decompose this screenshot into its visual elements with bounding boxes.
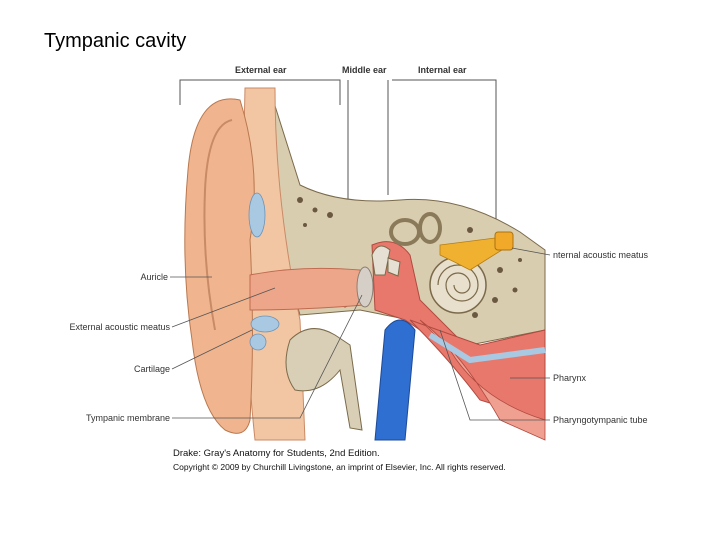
internal-acoustic-meatus-shape xyxy=(494,231,514,251)
header-external-ear: External ear xyxy=(235,65,287,75)
cartilage-shapes xyxy=(248,192,280,351)
label-internal-acoustic-meatus: nternal acoustic meatus xyxy=(553,250,649,260)
nerve-bundle xyxy=(439,237,506,271)
header-internal-ear: Internal ear xyxy=(418,65,467,75)
label-external-acoustic-meatus: External acoustic meatus xyxy=(69,322,170,332)
label-cartilage: Cartilage xyxy=(134,364,170,374)
caption-line-1: Drake: Gray's Anatomy for Students, 2nd … xyxy=(173,448,380,459)
semicircular-canals xyxy=(389,212,442,246)
ear-canal xyxy=(249,267,366,311)
region-brackets xyxy=(179,79,497,230)
header-middle-ear: Middle ear xyxy=(342,65,387,75)
label-auricle: Auricle xyxy=(140,272,168,282)
blood-vessel xyxy=(374,319,416,441)
label-pharynx: Pharynx xyxy=(553,373,587,383)
slide-title: Tympanic cavity xyxy=(44,30,187,52)
auricle-shape xyxy=(184,98,255,434)
leader-lines xyxy=(170,247,551,421)
label-tympanic-membrane: Tympanic membrane xyxy=(86,413,170,423)
caption-line-2: Copyright © 2009 by Churchill Livingston… xyxy=(173,462,506,472)
styloid-process xyxy=(285,328,363,431)
ossicles xyxy=(371,245,401,277)
label-pharyngotympanic-tube: Pharyngotympanic tube xyxy=(553,415,648,425)
